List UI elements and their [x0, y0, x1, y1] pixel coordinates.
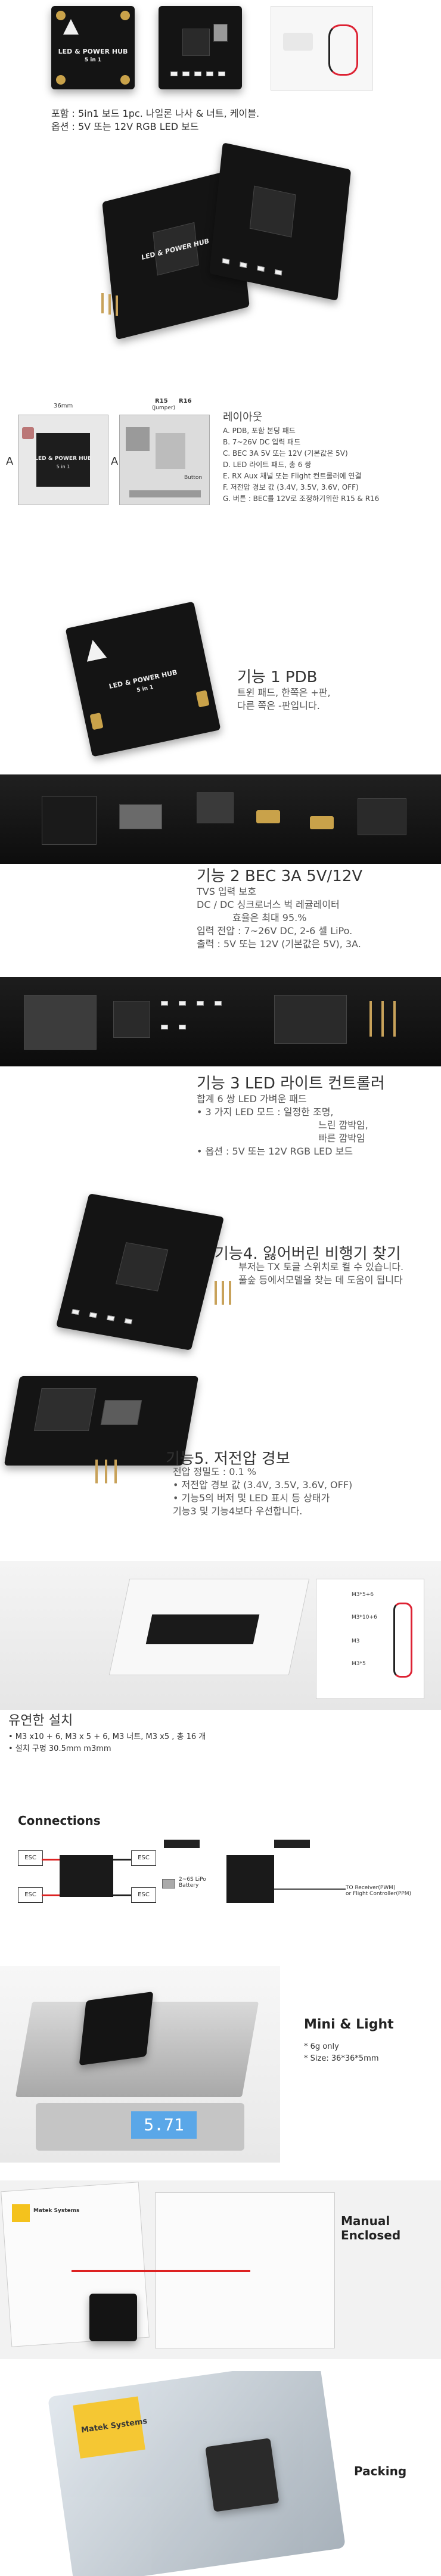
- feature1-line: 트윈 패드, 한쪽은 +판,: [237, 687, 331, 698]
- battery-label: 2~6S LiPo Battery: [179, 1877, 206, 1889]
- feature2-section: 기능 2 BEC 3A 5V/12V TVS 입력 보호 DC / DC 싱크로…: [0, 774, 441, 965]
- feature2-line: 입력 전압 : 7~26V DC, 2-6 셀 LiPo.: [197, 925, 353, 937]
- feature4-title: 기능4. 잃어버린 비행기 찾기: [215, 1245, 401, 1263]
- feature3-section: 기능 3 LED 라이트 컨트롤러 합계 6 쌍 LED 가벼운 패드 • 3 …: [0, 977, 441, 1180]
- install-screw-label: M3: [352, 1638, 360, 1644]
- feature2-title: 기능 2 BEC 3A 5V/12V: [197, 867, 363, 885]
- mini-weight: * 6g only: [304, 2042, 339, 2051]
- feature5-line: • 기능5의 버저 및 LED 표시 등 상태가: [173, 1492, 330, 1504]
- layout-a-left: A: [6, 455, 14, 468]
- button-label: Button: [184, 475, 203, 481]
- feature2-line: DC / DC 싱크로너스 벅 레귤레이터: [197, 899, 340, 910]
- board-label: LED & POWER HUB: [58, 48, 128, 55]
- layout-section: 36mm R15 R16 (Jumper) LED & POWER HUB 5 …: [0, 391, 441, 593]
- rx-label: TO Receiver(PWM) or Flight Controller(PP…: [346, 1885, 411, 1897]
- contents-text: 포함 : 5in1 보드 1pc. 나일론 나사 & 너트, 케이블.: [51, 108, 260, 119]
- feature5-line: 기능3 및 기능4보다 우선합니다.: [173, 1505, 303, 1517]
- layout-items: A. PDB, 포함 본딩 패드 B. 7~26V DC 입력 패드 C. BE…: [223, 425, 437, 505]
- connections-section: Connections ESC ESC ESC ESC 2~6S LiPo Ba…: [0, 1805, 441, 1954]
- contents-section: LED & POWER HUB 5 in 1 포함 : 5in1 보드 1pc.…: [0, 0, 441, 137]
- feature5-title: 기능5. 저전압 경보: [166, 1450, 290, 1468]
- mini-section: 5.71 Mini & Light * 6g only * Size: 36*3…: [0, 1966, 441, 2169]
- layout-item: E. RX Aux 채널 또는 Flight 컨트롤러에 연결: [223, 472, 362, 480]
- esc-box: ESC: [18, 1850, 43, 1866]
- board-sublabel: 5 in 1: [84, 57, 102, 63]
- layout-item: D. LED 라이트 패드, 총 6 쌍: [223, 461, 312, 469]
- esc-box: ESC: [131, 1887, 156, 1903]
- feature3-line: • 3 가지 LED 모드 : 일정한 조명,: [197, 1106, 334, 1118]
- packing-title: Packing: [354, 2464, 407, 2478]
- feature4-line: 풀숲 등에서모델을 찾는 데 도움이 됩니다: [238, 1274, 403, 1286]
- manual-section: Matek Systems Manual Enclosed: [0, 2180, 441, 2359]
- manual-brand: Matek Systems: [33, 2208, 80, 2214]
- install-section: M3*5+6 M3*10+6 M3 M3*5 유연한 설치 • M3 x10 +…: [0, 1561, 441, 1799]
- install-photo: M3*5+6 M3*10+6 M3 M3*5: [0, 1561, 441, 1710]
- feature3-title: 기능 3 LED 라이트 컨트롤러: [197, 1075, 385, 1093]
- feature2-line: 효율은 최대 95.%: [232, 912, 307, 923]
- feature5-line: 전압 정밀도 : 0.1 %: [173, 1466, 256, 1477]
- layout-item: F. 저전압 경보 값 (3.4V, 3.5V, 3.6V, OFF): [223, 483, 359, 491]
- layout-back-diagram: Button: [119, 415, 210, 505]
- install-screw-label: M3*10+6: [352, 1614, 377, 1620]
- feature4-line: 부저는 TX 토글 스위치로 켤 수 있습니다.: [238, 1261, 404, 1273]
- layout-title: 레이아웃: [223, 411, 263, 424]
- layout-item: C. BEC 3A 5V 또는 12V (기본값은 5V): [223, 449, 348, 458]
- feature1-title: 기능 1 PDB: [237, 668, 318, 686]
- feature2-line: 출력 : 5V 또는 12V (기본값은 5V), 3A.: [197, 938, 361, 950]
- packing-photo: Matek Systems: [47, 2371, 346, 2576]
- feature5-section: 기능5. 저전압 경보 전압 정밀도 : 0.1 % • 저전압 경보 값 (3…: [0, 1370, 441, 1549]
- jumper-label: (Jumper): [152, 405, 176, 411]
- feature3-line: 합계 6 쌍 LED 가벼운 패드: [197, 1093, 307, 1105]
- packing-section: Matek Systems Packing: [0, 2371, 441, 2576]
- boards-angle-photo: LED & POWER HUB: [0, 138, 441, 388]
- feature1-line: 다른 쪽은 -판입니다.: [237, 700, 320, 711]
- feature3-line: 빠른 깜박임: [318, 1133, 365, 1144]
- feature1-section: LED & POWER HUB 5 in 1 기능 1 PDB 트윈 패드, 한…: [0, 596, 441, 774]
- option-text: 옵션 : 5V 또는 12V RGB LED 보드: [51, 121, 199, 132]
- pcb-back-photo: [159, 6, 242, 89]
- feature3-line: 느린 깜박임,: [318, 1119, 368, 1131]
- install-screw-label: M3*5: [352, 1661, 366, 1667]
- feature4-section: 기능4. 잃어버린 비행기 찾기 부저는 TX 토글 스위치로 켤 수 있습니다…: [0, 1191, 441, 1370]
- feature3-photo: [0, 977, 441, 1066]
- layout-item: B. 7~26V DC 입력 패드: [223, 438, 301, 446]
- feature2-line: TVS 입력 보호: [197, 886, 256, 897]
- esc-box: ESC: [131, 1850, 156, 1866]
- esc-box: ESC: [18, 1887, 43, 1903]
- layout-item: G. 버튼 : BEC를 12V로 조정하기위한 R15 & R16: [223, 494, 380, 503]
- layout-a-right: A: [111, 455, 119, 468]
- feature4-photo: [55, 1193, 225, 1351]
- feature3-line: • 옵션 : 5V 또는 12V RGB LED 보드: [197, 1146, 353, 1157]
- feature2-photo: [0, 774, 441, 864]
- accessories-photo: [271, 6, 373, 91]
- r16-label: R16: [179, 398, 192, 405]
- install-line: • M3 x10 + 6, M3 x 5 + 6, M3 너트, M3 x5 ,…: [8, 1732, 206, 1741]
- scale-display: 5.71: [131, 2111, 197, 2139]
- dimension-label: 36mm: [54, 403, 73, 409]
- install-line: • 설치 구멍 30.5mm m3mm: [8, 1744, 111, 1753]
- manual-title: Manual Enclosed: [341, 2214, 401, 2242]
- mini-size: * Size: 36*36*5mm: [304, 2054, 379, 2063]
- manual-photo: Matek Systems: [0, 2180, 441, 2359]
- connections-diagram: ESC ESC ESC ESC 2~6S LiPo Battery TO Rec…: [12, 1835, 429, 1924]
- mini-title: Mini & Light: [304, 2017, 394, 2032]
- install-screw-label: M3*5+6: [352, 1592, 374, 1598]
- feature5-line: • 저전압 경보 값 (3.4V, 3.5V, 3.6V, OFF): [173, 1479, 353, 1491]
- layout-item: A. PDB, 포함 본딩 패드: [223, 427, 296, 435]
- pcb-front-photo: LED & POWER HUB 5 in 1: [51, 6, 135, 89]
- scale-photo: 5.71: [0, 1966, 280, 2163]
- connections-title: Connections: [18, 1813, 101, 1828]
- feature1-photo: LED & POWER HUB 5 in 1: [65, 601, 221, 757]
- r15-label: R15: [155, 398, 168, 405]
- layout-front-diagram: LED & POWER HUB 5 in 1: [18, 415, 108, 505]
- install-title: 유연한 설치: [8, 1713, 73, 1728]
